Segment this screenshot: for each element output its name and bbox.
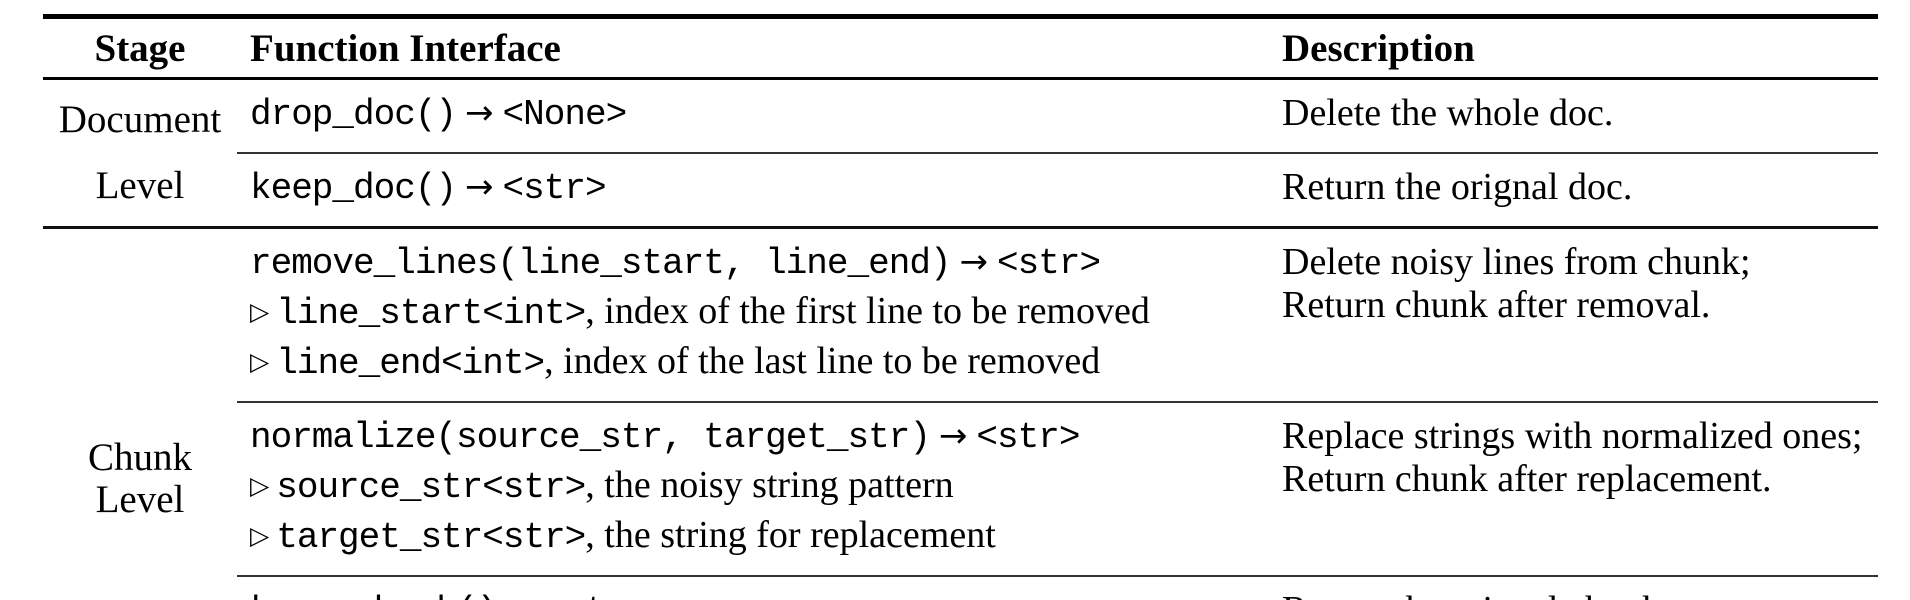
stage-label-document-level: Document Level: [43, 78, 237, 229]
parameter-line: ▷target_str<str>, the string for replace…: [250, 514, 1272, 564]
right-arrow-icon: →: [465, 167, 494, 207]
parameter-code: target_str<str>: [276, 517, 586, 558]
function-call-code: keep_doc(): [250, 168, 457, 209]
stage-line: Level: [95, 478, 185, 521]
function-cell-remove-lines: remove_lines(line_start, line_end)→<str>…: [237, 227, 1272, 403]
stage-label-chunk-level: Chunk Level: [43, 228, 237, 600]
column-header-function-interface: Function Interface: [237, 16, 1272, 80]
function-call-code: drop_doc(): [250, 94, 457, 135]
description-line: Delete noisy lines from chunk;: [1282, 241, 1751, 283]
table-header-row: Stage Function Interface Description: [43, 16, 1878, 80]
function-signature: keep_chunk() → <str>: [250, 589, 1272, 600]
right-arrow-icon: →: [959, 242, 989, 282]
stage-line: Document: [58, 98, 222, 141]
stage-line: Chunk: [87, 436, 192, 479]
triangle-bullet-icon: ▷: [250, 297, 270, 326]
function-cell-keep-doc: keep_doc()→<str>: [237, 153, 1272, 229]
triangle-bullet-icon: ▷: [250, 471, 270, 500]
return-type-code: <None>: [502, 94, 628, 135]
description-cell: Delete the whole doc.: [1272, 78, 1878, 154]
return-type-code: <str>: [997, 243, 1101, 284]
table-row-normalize: normalize(source_str, target_str)→<str> …: [43, 402, 1878, 577]
description-cell: Delete noisy lines from chunk; Return ch…: [1272, 227, 1878, 403]
table-row-remove-lines: Chunk Level remove_lines(line_start, lin…: [43, 227, 1878, 521]
triangle-bullet-icon: ▷: [250, 347, 270, 376]
triangle-bullet-icon: ▷: [250, 521, 270, 550]
parameter-line: ▷source_str<str>, the noisy string patte…: [250, 464, 1272, 514]
return-type-code: <str>: [976, 417, 1080, 458]
function-signature: remove_lines(line_start, line_end)→<str>: [250, 241, 1272, 290]
right-arrow-icon: →: [465, 93, 494, 133]
description-line: Replace strings with normalized ones;: [1282, 415, 1863, 457]
function-call-code: keep_chunk(): [250, 591, 498, 600]
description-cell: Replace strings with normalized ones; Re…: [1272, 402, 1878, 577]
function-cell-normalize: normalize(source_str, target_str)→<str> …: [237, 402, 1272, 577]
table-row-keep-chunk: keep_chunk() → <str> Return the orignal ch…: [43, 576, 1878, 600]
function-interface-table: Stage Function Interface Description Doc…: [43, 14, 1878, 600]
column-header-description: Description: [1272, 16, 1878, 80]
description-line: Return chunk after removal.: [1282, 284, 1711, 326]
column-header-stage: Stage: [43, 16, 237, 80]
function-cell-keep-chunk: keep_chunk() → <str>: [237, 576, 1272, 600]
table-row-drop-doc: Document Level drop_doc()→<None> Delete …: [43, 78, 1878, 229]
return-type-code: <str>: [502, 168, 607, 209]
parameter-code: line_start<int>: [276, 293, 586, 334]
description-line: Delete the whole doc.: [1282, 92, 1614, 134]
description-line: Return chunk after replacement.: [1282, 458, 1772, 500]
function-signature: keep_doc()→<str>: [250, 166, 1272, 215]
description-line: Return the orignal chunk.: [1282, 589, 1878, 600]
function-cell-drop-doc: drop_doc()→<None>: [237, 78, 1272, 154]
function-signature: drop_doc()→<None>: [250, 92, 1272, 141]
function-call-code: normalize(source_str, target_str): [250, 417, 931, 458]
return-type-code: <str>: [544, 591, 648, 600]
parameter-description: , the string for replacement: [585, 514, 996, 556]
parameter-code: line_end<int>: [276, 343, 545, 384]
right-arrow-icon: →: [506, 590, 535, 600]
stage-line: Level: [95, 164, 185, 207]
right-arrow-icon: →: [938, 416, 968, 456]
parameter-line: ▷line_start<int>, index of the first lin…: [250, 290, 1272, 340]
parameter-line: ▷line_end<int>, index of the last line t…: [250, 340, 1272, 390]
parameter-code: source_str<str>: [276, 467, 586, 508]
parameter-description: , the noisy string pattern: [585, 464, 954, 506]
parameter-description: , index of the last line to be removed: [544, 340, 1101, 382]
table-row-keep-doc: keep_doc()→<str> Return the orignal doc.: [43, 153, 1878, 229]
function-call-code: remove_lines(line_start, line_end): [250, 243, 952, 284]
description-cell: Return the orignal chunk.: [1272, 576, 1878, 600]
parameter-description: , index of the first line to be removed: [585, 290, 1150, 332]
function-signature: normalize(source_str, target_str)→<str>: [250, 415, 1272, 464]
description-line: Return the orignal doc.: [1282, 166, 1633, 208]
description-cell: Return the orignal doc.: [1272, 153, 1878, 229]
